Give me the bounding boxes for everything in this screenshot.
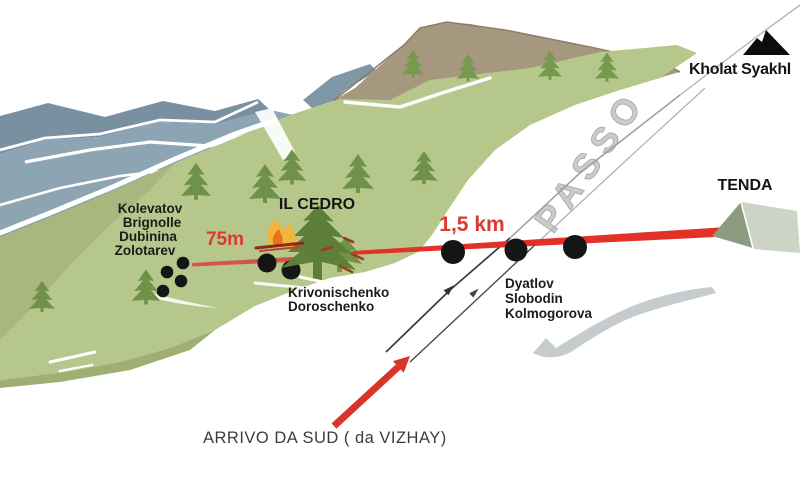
victim-name: Dubinina [119,229,177,244]
tent-front [712,202,753,248]
victim-dot-cedar-1 [257,253,277,273]
victim-name: Kolevatov [118,201,183,216]
flame-right [281,223,296,248]
track-line-2-lower [409,243,537,363]
arrival-from-south: ARRIVO DA SUD ( da VIZHAY) [203,356,447,447]
gray-ridge-wisp [533,287,716,358]
ravine-group-labels: Kolevatov Brignolle Dubinina Zolotarev [115,201,183,258]
blue-peak-mid [303,64,377,108]
cedar-red-tips [320,236,365,274]
victim-name: Doroschenko [288,299,374,314]
campfire-icon [254,218,305,252]
victim-name: Kolmogorova [505,306,592,321]
hillside-white-streak-band [343,76,492,109]
track-arrowhead-2 [469,288,479,298]
hillside-snow-edge [0,117,278,236]
distance-75m-label: 75m [206,229,244,250]
fire-log-dark [254,241,305,250]
hillside-white-streak-cedar [253,281,337,293]
victim-dot-ravine-2 [160,265,174,279]
snow-zigzag-3 [0,166,186,207]
tent [712,201,800,253]
distance-1-5km-label: 1,5 km [439,213,504,236]
victim-dot-slope-2 [504,238,528,262]
victim-name: Slobodin [505,291,563,306]
hillside-white-slash-2 [58,363,94,373]
tent-side [741,202,800,253]
kholat-syakhl: Kholat Syakhl [689,30,791,78]
cedar-secondary [326,238,362,272]
red-line-main [330,226,735,256]
track-line-1-mid [509,94,681,239]
track-arrowhead-1 [443,285,455,296]
slope-group-labels: Dyatlov Slobodin Kolmogorova [505,276,592,321]
hillside-white-clearing [255,108,295,160]
hillside-main [0,45,697,380]
hillside-white-slash-1 [48,350,97,364]
victim-dot-ravine-3 [174,274,188,288]
mountain-label: Kholat Syakhl [689,61,791,78]
arrival-label: ARRIVO DA SUD ( da VIZHAY) [203,429,447,447]
snow-zigzag-1 [0,100,259,152]
cedar-tree [254,205,365,289]
track-line-2-upper [535,87,706,245]
tent-label: TENDA [717,177,773,194]
victim-name: Brignolle [123,215,182,230]
arrival-arrow-head [392,356,410,373]
cedar-main [281,205,356,282]
flame-core [272,229,283,246]
victim-dot-slope-3 [563,235,587,259]
victim-name: Zolotarev [115,243,176,258]
cedar-label: IL CEDRO [279,196,355,213]
cedar-group-labels: Krivonischenko Doroschenko [288,285,389,314]
hillside-dark-left [0,163,175,340]
victim-name: Krivonischenko [288,285,389,300]
hillside [0,45,697,388]
tent-seam [740,201,754,249]
hillside-deep-bottom [0,330,215,388]
victim-dot-ravine-4 [156,284,170,298]
fire-log-red [259,246,300,252]
arrival-arrow-shaft [331,364,401,429]
victim-name: Dyatlov [505,276,554,291]
track-line-1-upper [679,4,800,96]
cedar-snow-accent [298,275,348,289]
victim-dot-ravine-1 [176,256,190,270]
track-lines [385,4,800,363]
victim-dot-slope-1 [441,240,465,264]
mountain-peak-icon [743,30,790,55]
